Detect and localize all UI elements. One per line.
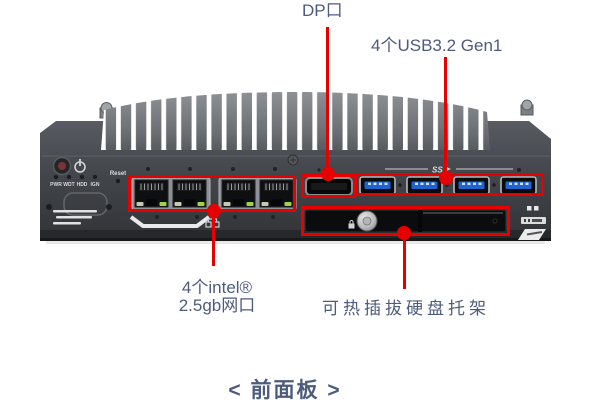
tray-callout-line [403,235,406,289]
led-label-wdt: WDT [63,182,74,188]
led-label-ign: IGN [91,182,100,188]
rj45-port-2 [172,179,207,208]
vent-grille [53,210,97,225]
dp-port-label: DP口 [302,1,343,20]
drive-tray-label: 可热插拔硬盘托架 [322,299,490,318]
page-caption: < 前面板 > [228,379,342,402]
usb-speed-text: SS [432,166,443,175]
led-label-pwr: PWR [50,182,62,188]
rj45-port-3 [221,179,256,208]
ethernet-callout-line [212,213,215,266]
screw [287,154,299,166]
reset-button [115,178,121,184]
lan-ports-label: 4个intel® 2.5gb网口 [137,279,297,315]
dp-callout-dot [321,167,335,181]
tray-callout-dot [397,226,411,240]
ethernet-callout-dot [207,204,221,218]
lan-ports-label-line2: 2.5gb网口 [178,296,256,315]
led-label-hdd: HDD [77,182,88,188]
heatsink-fins [101,92,490,150]
lock-icon [348,220,355,229]
dp-callout-line [326,27,329,170]
drive-tray [304,209,507,233]
rj45-port-1 [134,179,169,208]
tray-lock-knob [356,210,378,232]
usb-callout-line [444,57,447,174]
rj45-port-4 [259,179,294,208]
usb-port-4 [500,176,537,195]
ethernet-ports [131,177,297,211]
lan-ports-label-line1: 4个intel® [181,278,253,297]
usb-callout-dot [439,171,453,185]
chassis-base [40,230,551,239]
usb-ports [359,176,537,195]
usb-port-1 [359,176,396,195]
power-button [52,156,72,176]
reset-label: Reset [110,171,126,177]
antenna-connector-right [520,99,534,116]
sim-slot-markings [518,206,546,240]
status-leds [53,174,98,180]
stamped-oval [63,192,108,216]
usb-ports-label: 4个USB3.2 Gen1 [371,36,503,55]
power-icon [74,159,86,173]
handle-recess [129,215,211,228]
